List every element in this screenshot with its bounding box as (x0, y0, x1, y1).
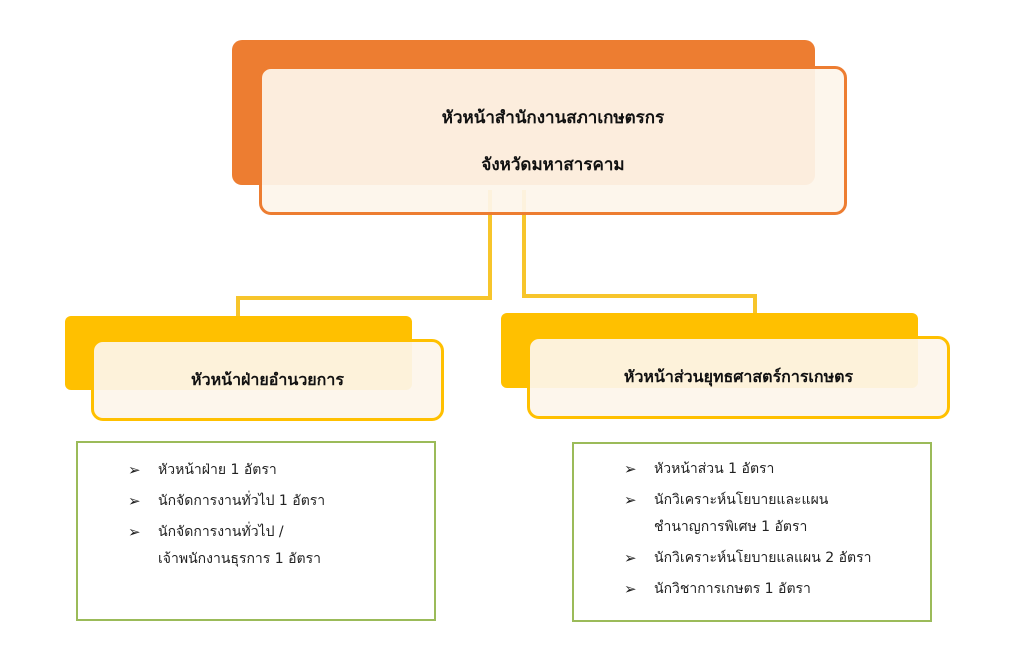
list-item: ➢นักจัดการงานทั่วไป / (128, 517, 434, 548)
arrow-bullet-icon: ➢ (128, 492, 141, 510)
list-item: ➢นักวิเคราะห์นโยบายแลแผน 2 อัตรา (624, 543, 930, 574)
connector (236, 296, 240, 320)
list-item: ➢หัวหน้าส่วน 1 อัตรา (624, 454, 930, 485)
top-node-line-2: จังหวัดมหาสารคาม (481, 154, 625, 175)
list-item: ➢นักจัดการงานทั่วไป 1 อัตรา (128, 486, 434, 517)
top-node: หัวหน้าสำนักงานสภาเกษตรกร จังหวัดมหาสารค… (259, 66, 847, 215)
top-node-line-1: หัวหน้าสำนักงานสภาเกษตรกร (441, 107, 665, 128)
left-node: หัวหน้าฝ่ายอำนวยการ (91, 339, 444, 421)
right-node-title: หัวหน้าส่วนยุทธศาสตร์การเกษตร (623, 367, 854, 386)
list-item-continuation: ชำนาญการพิเศษ 1 อัตรา (654, 519, 808, 535)
connector (753, 294, 757, 316)
list-item: ➢นักวิชาการเกษตร 1 อัตรา (624, 574, 930, 605)
arrow-bullet-icon: ➢ (128, 523, 141, 541)
left-position-list: ➢หัวหน้าฝ่าย 1 อัตรา ➢นักจัดการงานทั่วไป… (76, 441, 436, 621)
arrow-bullet-icon: ➢ (624, 580, 637, 598)
connector (522, 294, 757, 298)
list-item: ➢หัวหน้าฝ่าย 1 อัตรา (128, 455, 434, 486)
list-item: ➢นักวิเคราะห์นโยบายและแผน (624, 485, 930, 516)
arrow-bullet-icon: ➢ (624, 491, 637, 509)
connector (488, 190, 492, 300)
list-item-continuation: เจ้าพนักงานธุรการ 1 อัตรา (158, 551, 322, 567)
right-node: หัวหน้าส่วนยุทธศาสตร์การเกษตร (527, 336, 950, 419)
connector (522, 190, 526, 298)
connector (236, 296, 492, 300)
right-position-list: ➢หัวหน้าส่วน 1 อัตรา ➢นักวิเคราะห์นโยบาย… (572, 442, 932, 622)
arrow-bullet-icon: ➢ (624, 460, 637, 478)
arrow-bullet-icon: ➢ (128, 461, 141, 479)
arrow-bullet-icon: ➢ (624, 549, 637, 567)
left-node-title: หัวหน้าฝ่ายอำนวยการ (191, 369, 344, 389)
